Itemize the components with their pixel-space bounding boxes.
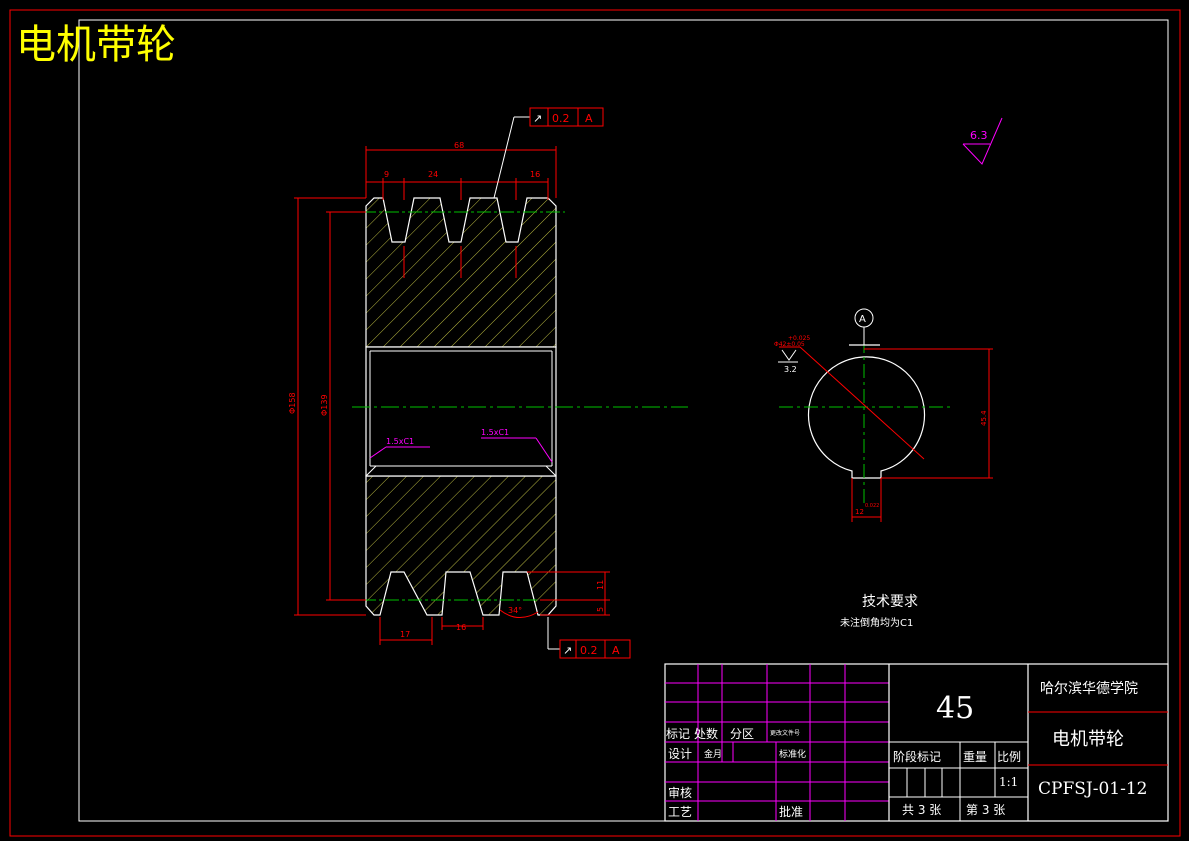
roughness-symbol-main [962,117,1003,165]
svg-text:16: 16 [456,623,466,632]
svg-text:12: 12 [855,508,864,516]
svg-text:分区: 分区 [730,727,754,741]
svg-text:A: A [859,314,866,325]
lower-hatch-region [365,475,557,616]
svg-text:工艺: 工艺 [668,805,692,819]
svg-text:更改文件号: 更改文件号 [770,729,800,737]
bore-outline [365,346,557,477]
sheet-border [9,9,1181,837]
svg-text:45.4: 45.4 [980,410,988,426]
svg-text:68: 68 [454,141,464,150]
tech-req-heading: 技术要求 [862,594,918,610]
svg-text:处数: 处数 [694,726,718,741]
svg-text:重量: 重量 [963,750,987,764]
drawing-frame [78,19,1169,822]
svg-text:设计: 设计 [668,747,692,761]
svg-text:34°: 34° [508,606,522,615]
drawing-title: 电机带轮 [16,22,176,68]
svg-text:24: 24 [428,170,438,179]
tolerance-frame-bottom: ↗ 0.2 A [547,617,631,659]
title-block: 45 哈尔滨华德学院 电机带轮 CPFSJ-01-12 标记 处数 分区 更改文… [664,663,1169,822]
svg-text:9: 9 [384,170,389,179]
svg-text:标准化: 标准化 [779,748,806,760]
svg-text:比例: 比例 [997,750,1021,764]
svg-text:电机带轮: 电机带轮 [1052,729,1124,750]
svg-text:审核: 审核 [668,785,692,800]
svg-text:Φ139: Φ139 [320,394,329,416]
svg-text:A: A [612,644,620,657]
svg-text:0.022: 0.022 [865,503,879,509]
svg-text:批准: 批准 [779,804,803,819]
svg-text:11: 11 [596,580,605,590]
svg-text:哈尔滨华德学院: 哈尔滨华德学院 [1040,681,1138,697]
svg-text:金月: 金月 [704,748,722,760]
svg-text:1.5xC1: 1.5xC1 [481,428,509,437]
svg-text:16: 16 [530,170,540,179]
pulley-end-view: A Φ42±0.05 +0.025 3.2 45.4 12 0.022 [774,308,993,522]
svg-text:17: 17 [400,630,410,639]
svg-text:↗: ↗ [533,112,542,125]
svg-text:第 3 张: 第 3 张 [966,803,1005,817]
svg-text:0.2: 0.2 [580,644,598,657]
svg-text:Φ158: Φ158 [288,392,297,414]
svg-text:↗: ↗ [563,644,572,657]
svg-text:5: 5 [596,607,605,612]
svg-text:+0.025: +0.025 [788,335,810,342]
svg-text:3.2: 3.2 [784,365,797,374]
tolerance-frame-top: ↗ 0.2 A [493,107,604,199]
dim-overall-width [365,146,557,198]
svg-text:A: A [585,112,593,125]
svg-text:1:1: 1:1 [999,775,1018,789]
svg-text:CPFSJ-01-12: CPFSJ-01-12 [1038,779,1147,799]
dim-outer-diameter [294,197,366,616]
svg-text:共 3 张: 共 3 张 [902,803,941,817]
svg-text:6.3: 6.3 [970,129,988,142]
bore-keyway-profile [807,356,926,479]
svg-text:0.2: 0.2 [552,112,570,125]
tech-req-line1: 未注倒角均为C1 [840,616,913,629]
svg-text:阶段标记: 阶段标记 [893,749,941,764]
svg-text:Φ42±0.05: Φ42±0.05 [774,341,805,348]
svg-text:标记: 标记 [666,727,690,741]
svg-text:45: 45 [936,691,974,726]
svg-text:1.5xC1: 1.5xC1 [386,437,414,446]
pulley-section-view: 68 9 24 16 Φ158 Φ139 [288,107,688,659]
